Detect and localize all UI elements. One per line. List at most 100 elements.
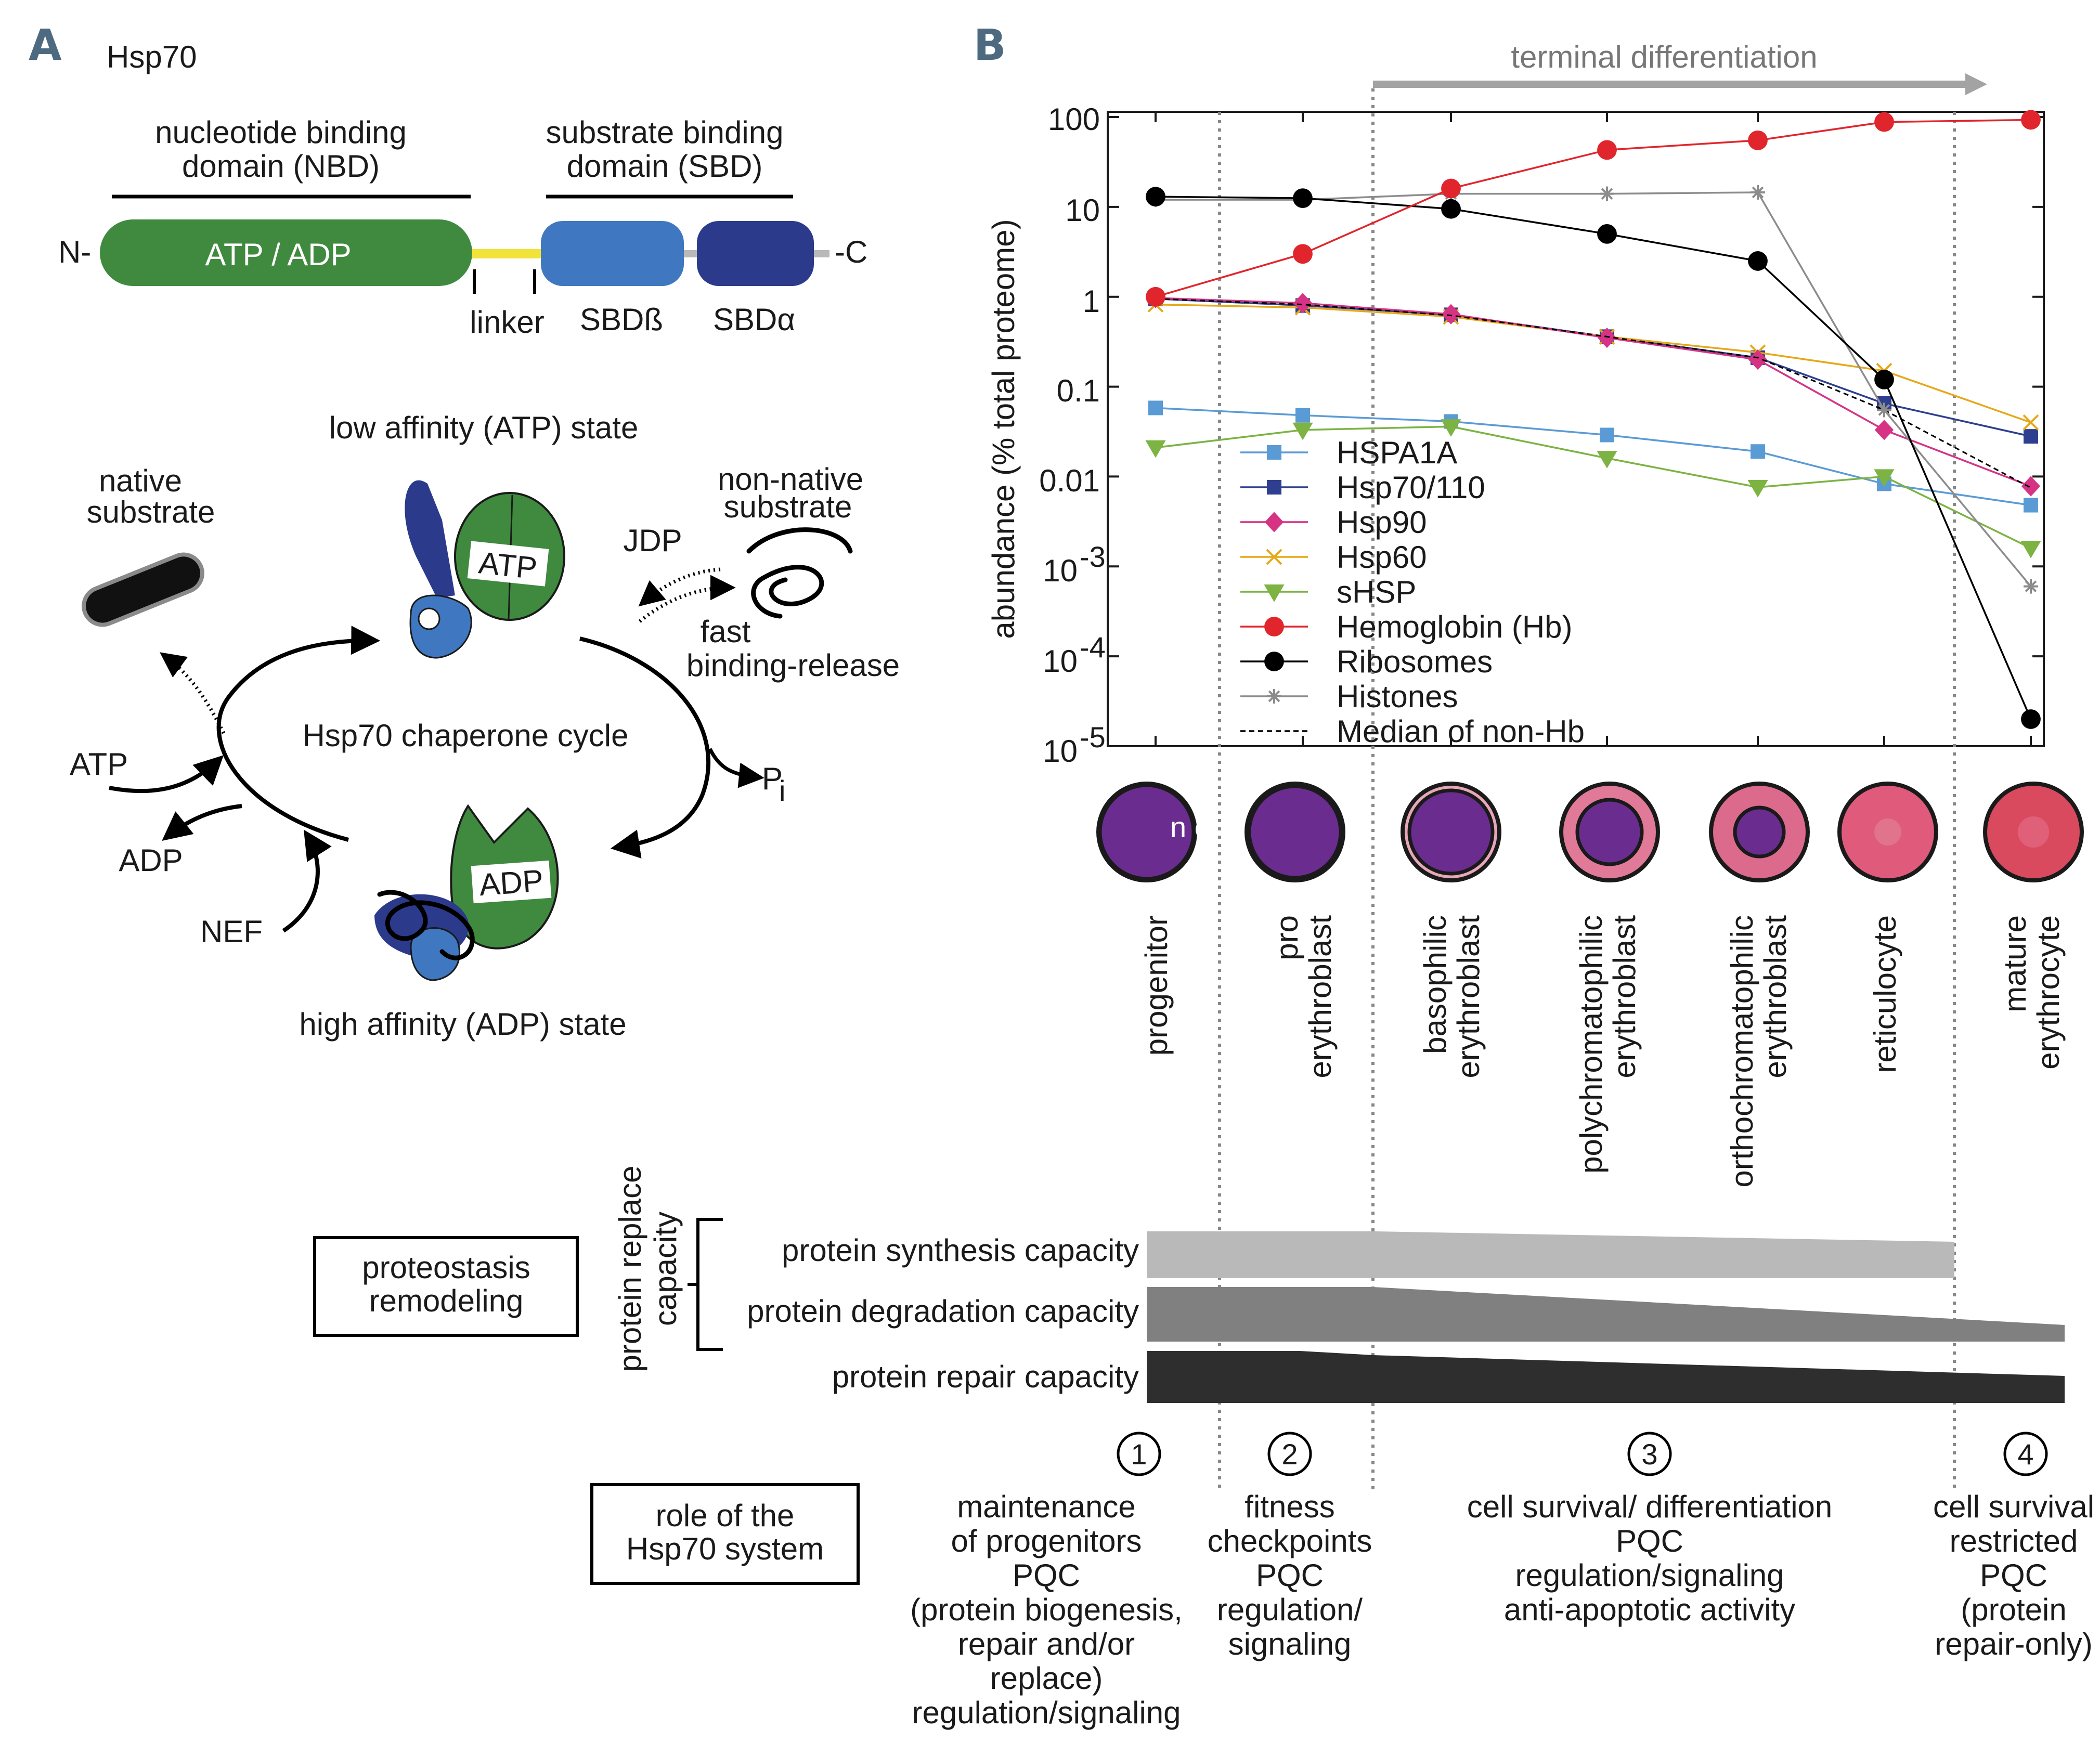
legend-item: Hsp70/110 (1240, 470, 1485, 505)
stage-label: basophilic (1418, 915, 1453, 1054)
data-point (2021, 709, 2041, 729)
data-point (1264, 584, 1285, 602)
cycle-arrow-right (579, 636, 711, 859)
x-tick-marks (1155, 112, 2032, 746)
nbd-domain (100, 219, 472, 286)
data-point (1441, 304, 1461, 324)
adp-out-arrow (162, 804, 242, 841)
series-shsp (1145, 419, 2041, 558)
role-line: maintenance (957, 1489, 1136, 1524)
data-point (2024, 429, 2038, 444)
series-line (1155, 119, 2031, 298)
cell-2 (1245, 782, 1345, 882)
role-line: PQC (1980, 1558, 2047, 1593)
nef-label: NEF (200, 914, 263, 949)
data-point (1748, 130, 1768, 150)
n-terminus: N- (58, 235, 91, 269)
jdp-arrow-in (638, 567, 721, 607)
y-axis-label: abundance (% total proteome) (986, 219, 1021, 639)
data-point (1267, 480, 1281, 495)
cell-row (1096, 782, 2084, 882)
role-number-1: 1 (1117, 1432, 1161, 1476)
native-release-arrow (160, 652, 226, 734)
role-line: regulation/ (1217, 1592, 1363, 1627)
data-point (1148, 400, 1163, 415)
series-line (1155, 407, 2031, 506)
c-terminus: -C (835, 235, 867, 269)
role-line: PQC (1256, 1558, 1324, 1593)
legend-item: Ribosomes (1240, 644, 1493, 679)
pi-arrow (708, 748, 764, 788)
legend-item: Histones (1240, 679, 1458, 714)
y-tick-marks (1108, 116, 2044, 747)
legend-label: Hsp60 (1337, 540, 1427, 575)
atp-in-arrow (109, 755, 224, 794)
panel-a: A Hsp70 nucleotide binding domain (NBD) … (29, 21, 900, 1042)
role-box (590, 1483, 860, 1585)
nonnative-label-2: substrate (724, 489, 852, 524)
data-point (1441, 199, 1461, 219)
cell-5 (1709, 782, 1810, 882)
adp-out-label: ADP (119, 843, 183, 878)
data-point (1293, 293, 1313, 314)
role-line: cell survival/ differentiation (1467, 1489, 1833, 1524)
series-line (1156, 191, 2032, 587)
fast-label-2: binding-release (686, 648, 900, 683)
series-hemoglobin-hb- (1146, 110, 2041, 307)
legend-label: HSPA1A (1337, 435, 1457, 470)
cycle-label: Hsp70 chaperone cycle (302, 718, 628, 753)
nef-arrow (282, 829, 332, 933)
stage-label: reticulocyte (1868, 915, 1902, 1073)
legend-item: Hsp90 (1240, 505, 1427, 540)
role-line: PQC (1616, 1524, 1683, 1558)
data-point (1267, 445, 1281, 460)
data-point (2024, 579, 2038, 594)
native-substrate-rod (82, 552, 204, 627)
data-point (1874, 112, 1894, 132)
data-point (1293, 244, 1313, 264)
synthesis-band (1147, 1231, 1954, 1278)
data-point (1267, 689, 1281, 704)
hsp70-adp-state: ADP (374, 804, 559, 981)
series-hsp70-110 (1148, 291, 2038, 444)
stage-label: mature (1998, 915, 2032, 1012)
pi-label: P (762, 761, 783, 796)
data-point (1441, 419, 1461, 437)
stage-label-line-2: erythroblast (1451, 915, 1486, 1078)
stage-label: pro (1269, 915, 1304, 960)
ytick-100: 100 (1048, 102, 1100, 137)
data-point (1293, 188, 1313, 209)
legend-label: Hsp70/110 (1337, 470, 1485, 505)
data-point (1441, 178, 1461, 199)
pi-subscript: i (779, 774, 785, 807)
series-histones (1148, 185, 2038, 594)
data-point (2021, 476, 2041, 497)
stage-label-line-2: erythrocyte (2031, 915, 2066, 1070)
ytick-0.01: 0.01 (1039, 463, 1100, 498)
role-line: repair-only) (1935, 1627, 2092, 1661)
data-point (1748, 251, 1768, 271)
legend-label: Hemoglobin (Hb) (1337, 609, 1573, 644)
series-hsp60 (1147, 296, 2039, 431)
cell-6 (1837, 782, 1938, 882)
stage-label-line-2: erythroblast (1758, 915, 1793, 1078)
adp-badge: ADP (478, 863, 545, 902)
stage-label: orthochromatophilic (1725, 915, 1759, 1188)
data-point (1145, 440, 1166, 458)
sbd-beta-label: SBDß (580, 302, 663, 337)
series-median-of-non-hb (1155, 298, 2031, 489)
role-line: signaling (1228, 1627, 1352, 1661)
role-line: checkpoints (1208, 1524, 1372, 1558)
ytick-1e-4-exp: -4 (1080, 631, 1106, 664)
data-point (1264, 652, 1284, 671)
series-line (1155, 297, 2031, 487)
proteostasis-box (313, 1236, 579, 1337)
data-point (1292, 422, 1313, 440)
data-point (1748, 349, 1768, 370)
series-layer (1145, 110, 2041, 729)
replace-capacity-1: protein replace (613, 1166, 647, 1372)
legend-label: Median of non-Hb (1337, 714, 1585, 749)
stage-label-line-2: erythroblast (1303, 915, 1338, 1078)
